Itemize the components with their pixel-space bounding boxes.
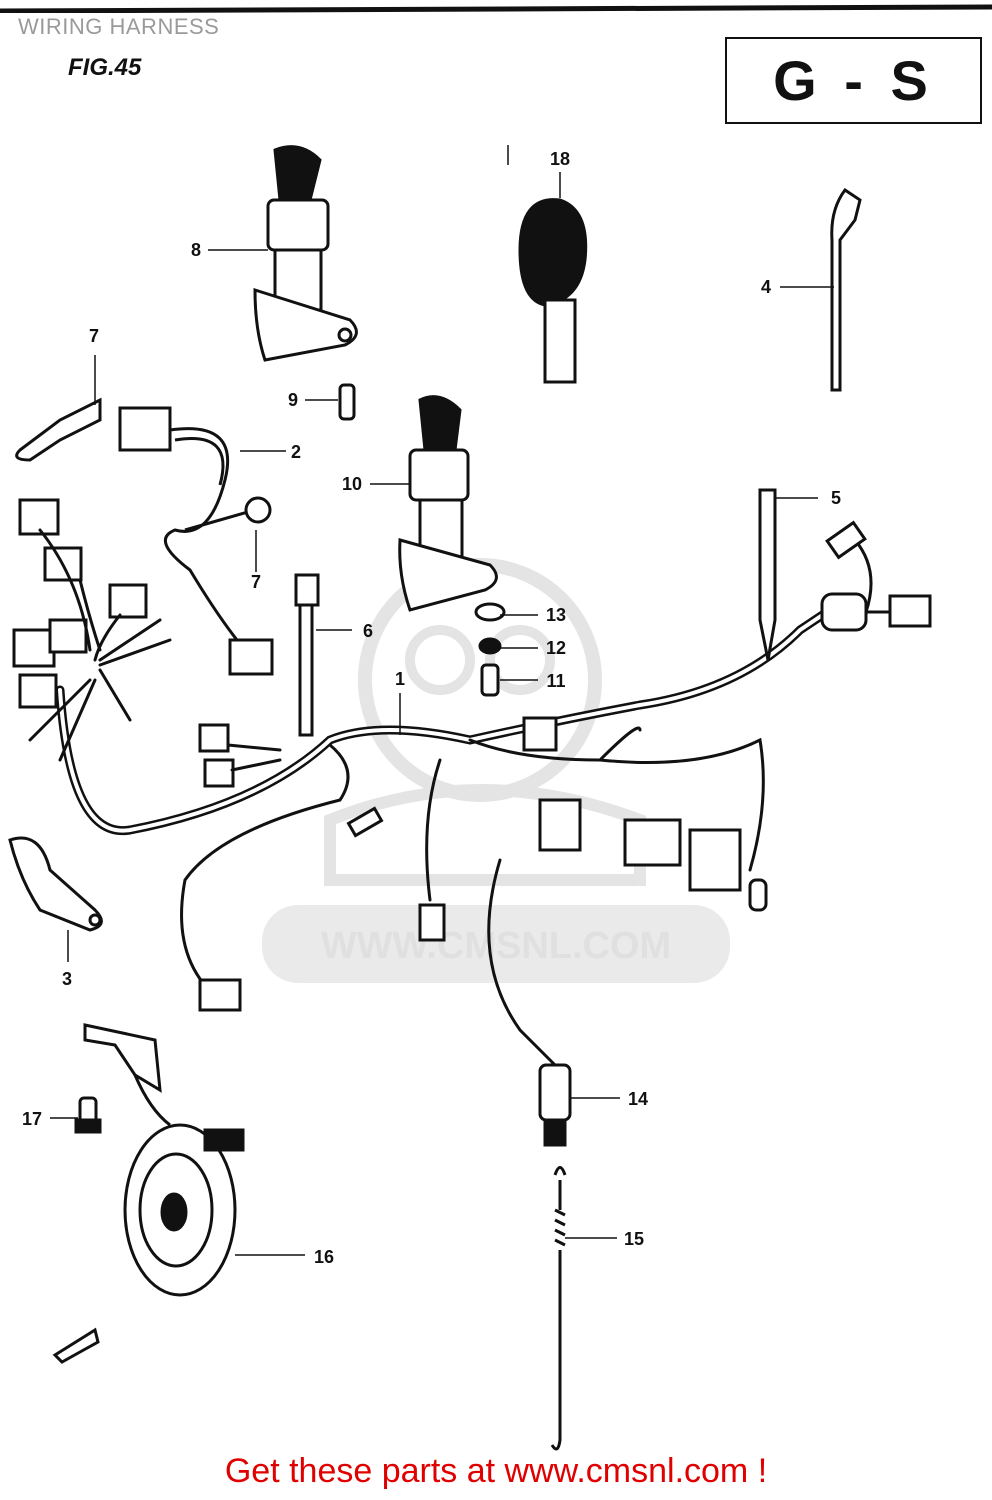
washer-part-13 xyxy=(474,602,506,622)
callout-labels: 1 2 3 4 5 6 7 7 8 9 10 11 12 13 14 15 16… xyxy=(22,149,841,1267)
callout-9: 9 xyxy=(288,390,298,410)
top-rule xyxy=(0,0,992,14)
sub-harness-part-2 xyxy=(118,406,274,676)
washer-part-12 xyxy=(478,637,502,655)
callout-18: 18 xyxy=(550,149,570,169)
callout-12: 12 xyxy=(546,638,566,658)
screw-part-9 xyxy=(338,383,356,421)
callout-14: 14 xyxy=(628,1089,648,1109)
callout-15: 15 xyxy=(624,1229,644,1249)
page-title: WIRING HARNESS xyxy=(18,14,220,39)
horn-part-16 xyxy=(83,1023,245,1297)
front-direction-arrow-icon xyxy=(52,1327,100,1364)
callout-3: 3 xyxy=(62,969,72,989)
callout-7b: 7 xyxy=(251,572,261,592)
switch-part-14 xyxy=(538,1063,572,1147)
band-part-5 xyxy=(758,488,777,661)
spring-part-15 xyxy=(550,1166,567,1451)
model-code-box: G - S xyxy=(725,37,982,124)
band-part-4 xyxy=(830,187,862,392)
bracket-part-3 xyxy=(8,836,103,932)
screw-part-11 xyxy=(480,663,500,697)
callout-17: 17 xyxy=(22,1109,42,1129)
callout-11: 11 xyxy=(546,671,565,691)
callout-5: 5 xyxy=(831,488,841,508)
callout-4: 4 xyxy=(761,277,771,297)
callout-1: 1 xyxy=(395,669,405,689)
leader-lines xyxy=(50,145,834,1256)
lock-part-10 xyxy=(398,395,498,612)
callout-6: 6 xyxy=(363,621,373,641)
callout-2: 2 xyxy=(291,442,301,462)
figure-label: FIG.45 xyxy=(68,54,142,81)
watermark-text: WWW.CMSNL.COM xyxy=(321,925,671,967)
band-part-6 xyxy=(294,573,320,737)
callout-7a: 7 xyxy=(89,326,99,346)
model-code: G - S xyxy=(773,49,934,112)
callout-13: 13 xyxy=(546,605,566,625)
callout-16: 16 xyxy=(314,1247,334,1267)
footer-promo-link[interactable]: Get these parts at www.cmsnl.com ! xyxy=(224,1452,768,1490)
callout-8: 8 xyxy=(191,240,201,260)
key-part-18 xyxy=(518,198,588,384)
main-wiring-harness xyxy=(12,498,932,1067)
bolt-part-17 xyxy=(74,1096,102,1134)
callout-10: 10 xyxy=(342,474,362,494)
terminal-part-7 xyxy=(15,397,102,462)
ignition-switch-part-8 xyxy=(253,145,358,362)
watermark: WWW.CMSNL.COM xyxy=(262,558,730,983)
